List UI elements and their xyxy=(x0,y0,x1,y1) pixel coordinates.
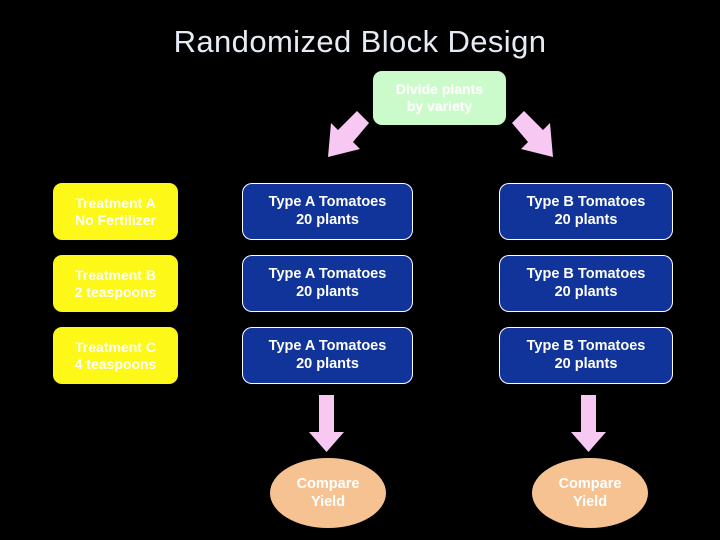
node-treatment-c[interactable]: Treatment C 4 teaspoons xyxy=(53,327,178,384)
node-line-1: Treatment A xyxy=(75,194,156,211)
node-line-2: 20 plants xyxy=(296,355,359,372)
node-treatment-a[interactable]: Treatment A No Fertilizer xyxy=(53,183,178,240)
node-line-2: No Fertilizer xyxy=(75,211,156,228)
node-line-2: 20 plants xyxy=(554,355,618,372)
split-arrow-left-icon xyxy=(328,111,369,157)
node-divide-plants[interactable]: Divide plants by variety xyxy=(373,71,506,125)
node-line-2: 20 plants xyxy=(554,283,618,300)
node-line-1: Type A Tomatoes xyxy=(268,194,387,211)
node-line-1: Divide plants xyxy=(395,81,484,98)
node-line-1: Type B Tomatoes xyxy=(526,338,646,355)
node-line-1: Type B Tomatoes xyxy=(526,266,646,283)
node-line-1: Type A Tomatoes xyxy=(268,338,387,355)
node-compare-yield-b[interactable]: Compare Yield xyxy=(532,458,648,528)
node-line-2: by variety xyxy=(406,98,473,114)
node-line-2: 20 plants xyxy=(554,211,618,228)
node-type-a-row-3[interactable]: Type A Tomatoes 20 plants xyxy=(242,327,413,384)
node-line-2: Yield xyxy=(572,494,608,510)
node-line-2: 4 teaspoons xyxy=(74,355,157,372)
node-line-1: Treatment C xyxy=(75,338,156,355)
node-line-1: Treatment B xyxy=(75,266,156,283)
node-compare-yield-a[interactable]: Compare Yield xyxy=(270,458,386,528)
node-line-2: 2 teaspoons xyxy=(74,283,157,300)
node-treatment-b[interactable]: Treatment B 2 teaspoons xyxy=(53,255,178,312)
node-line-2: 20 plants xyxy=(296,283,359,300)
node-type-b-row-3[interactable]: Type B Tomatoes 20 plants xyxy=(499,327,673,384)
compare-arrow-left-icon xyxy=(309,395,344,452)
node-line-1: Type A Tomatoes xyxy=(268,266,387,283)
node-line-2: Yield xyxy=(310,494,346,510)
compare-arrow-right-icon xyxy=(571,395,606,452)
node-line-1: Compare xyxy=(296,475,360,492)
page-title: Randomized Block Design xyxy=(173,24,547,59)
node-type-a-row-2[interactable]: Type A Tomatoes 20 plants xyxy=(242,255,413,312)
node-line-1: Compare xyxy=(558,475,622,492)
node-type-b-row-1[interactable]: Type B Tomatoes 20 plants xyxy=(499,183,673,240)
split-arrow-right-icon xyxy=(512,111,553,157)
node-line-1: Type B Tomatoes xyxy=(526,194,646,211)
node-line-2: 20 plants xyxy=(296,211,359,228)
node-type-b-row-2[interactable]: Type B Tomatoes 20 plants xyxy=(499,255,673,312)
node-type-a-row-1[interactable]: Type A Tomatoes 20 plants xyxy=(242,183,413,240)
